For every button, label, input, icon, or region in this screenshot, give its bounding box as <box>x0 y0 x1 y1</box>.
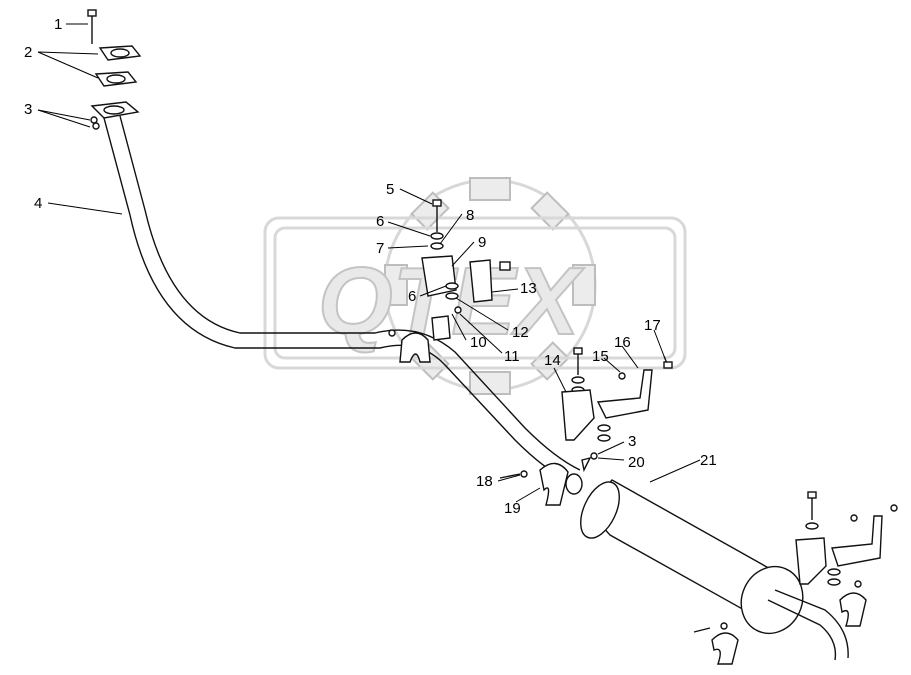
callout-6b: 6 <box>408 288 416 305</box>
muffler-21 <box>580 479 849 661</box>
callout-labels: 1 2 3 4 5 6 7 8 9 6 13 10 12 11 14 15 16… <box>24 16 717 517</box>
callout-3b: 3 <box>628 433 636 450</box>
hanger-bracket-middle <box>561 347 673 442</box>
callout-19: 19 <box>504 500 521 517</box>
callout-12: 12 <box>512 324 529 341</box>
callout-13: 13 <box>520 280 537 297</box>
bolt-1 <box>87 9 97 44</box>
callout-18: 18 <box>476 473 493 490</box>
callout-14: 14 <box>544 352 561 369</box>
callout-20: 20 <box>628 454 645 471</box>
leader-lines <box>37 23 701 503</box>
callout-10: 10 <box>470 334 487 351</box>
pipe-clamp-lower <box>499 452 598 506</box>
callout-16: 16 <box>614 334 631 351</box>
callout-5: 5 <box>386 181 394 198</box>
hanger-bracket-rear <box>693 491 898 665</box>
nuts-3 <box>90 116 100 130</box>
watermark-frame <box>263 216 687 370</box>
callout-2: 2 <box>24 44 32 61</box>
hanger-bracket-upper <box>421 199 511 314</box>
callout-11: 11 <box>504 348 520 365</box>
pipe-clamp-upper <box>399 332 431 363</box>
callout-4: 4 <box>34 195 42 212</box>
callout-7: 7 <box>376 240 384 257</box>
callout-8: 8 <box>466 207 474 224</box>
callout-15: 15 <box>592 348 609 365</box>
callout-17: 17 <box>644 317 661 334</box>
callout-3: 3 <box>24 101 32 118</box>
callout-9: 9 <box>478 234 486 251</box>
callout-6: 6 <box>376 213 384 230</box>
callout-1: 1 <box>54 16 62 33</box>
callout-21: 21 <box>700 452 717 469</box>
gaskets-2 <box>94 45 142 87</box>
